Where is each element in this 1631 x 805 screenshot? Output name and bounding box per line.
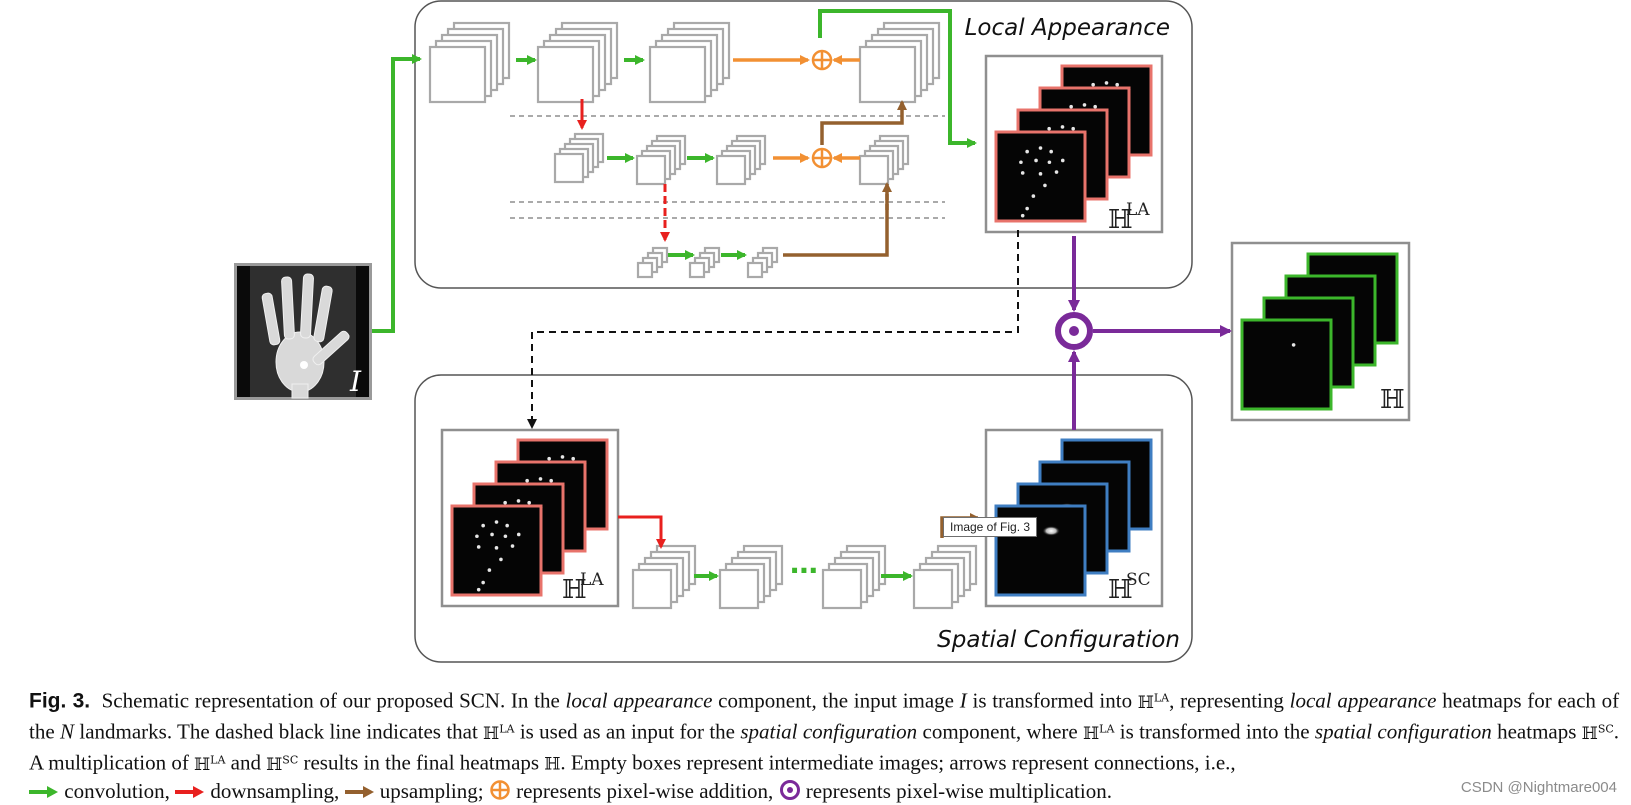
- local-appearance-title: Local Appearance: [965, 15, 1170, 41]
- image-stack-7: [715, 134, 767, 186]
- downsampling-legend-arrow: [175, 784, 205, 800]
- input-image-label: I: [349, 365, 362, 398]
- heatmap-la-sup-top: LA: [1126, 200, 1150, 220]
- input-xray-image: I: [234, 263, 372, 400]
- heatmap-sc-sup: SC: [1126, 570, 1151, 590]
- heatmap-out-label: ℍ: [1380, 385, 1405, 415]
- image-stack-14: [821, 544, 887, 610]
- image-stack-15: [912, 544, 978, 610]
- la-heatmaps-bottom: [440, 428, 620, 608]
- multiplication-symbol: [1055, 312, 1093, 350]
- upsampling-legend-arrow: [344, 784, 375, 800]
- watermark: CSDN @Nightmare004: [1460, 779, 1617, 796]
- heatmap-la-label-top: ℍ: [1108, 205, 1133, 235]
- figure-number: Fig. 3.: [29, 689, 91, 713]
- image-stack-6: [635, 134, 687, 186]
- figure-caption: Fig. 3. Schematic representation of our …: [29, 688, 1620, 804]
- spatial-configuration-title: Spatial Configuration: [937, 627, 1180, 653]
- skip-addition-arrows: [733, 55, 860, 163]
- addition-legend-icon: [489, 779, 511, 801]
- image-stack-11: [746, 246, 779, 279]
- downsampling-arrows: [577, 99, 670, 549]
- addition-symbols: [811, 49, 833, 169]
- upsampling-arrows: [783, 100, 980, 538]
- ellipsis-dots: ⋯: [790, 554, 820, 587]
- multiplication-path: [1068, 236, 1232, 430]
- image-stack-10: [688, 246, 721, 279]
- image-tooltip: Image of Fig. 3: [943, 517, 1038, 537]
- image-stack-9: [636, 246, 669, 279]
- multiplication-legend-icon: [779, 779, 801, 801]
- heatmap-sc-label: ℍ: [1108, 575, 1133, 605]
- heatmap-blocks: [440, 54, 1411, 608]
- image-stack-5: [553, 132, 605, 184]
- image-stack-13: [718, 544, 784, 610]
- intermediate-image-stacks: [428, 21, 978, 610]
- image-stack-8: [858, 134, 910, 186]
- la-heatmaps-top: [984, 54, 1164, 234]
- la-to-sc-dashed-link: [527, 230, 1019, 429]
- heatmap-la-sup-bottom: LA: [580, 570, 604, 590]
- image-stack-3: [648, 21, 731, 104]
- convolution-arrows: [372, 9, 977, 581]
- output-heatmaps: [1230, 241, 1411, 422]
- image-stack-1: [428, 21, 511, 104]
- image-stack-12: [631, 544, 697, 610]
- convolution-legend-arrow: [29, 784, 59, 800]
- heatmap-la-label-bottom: ℍ: [562, 575, 587, 605]
- image-stack-4: [858, 21, 941, 104]
- scn-diagram: Local Appearance Spatial Configuration I…: [234, 0, 1411, 663]
- image-stack-2: [536, 21, 619, 104]
